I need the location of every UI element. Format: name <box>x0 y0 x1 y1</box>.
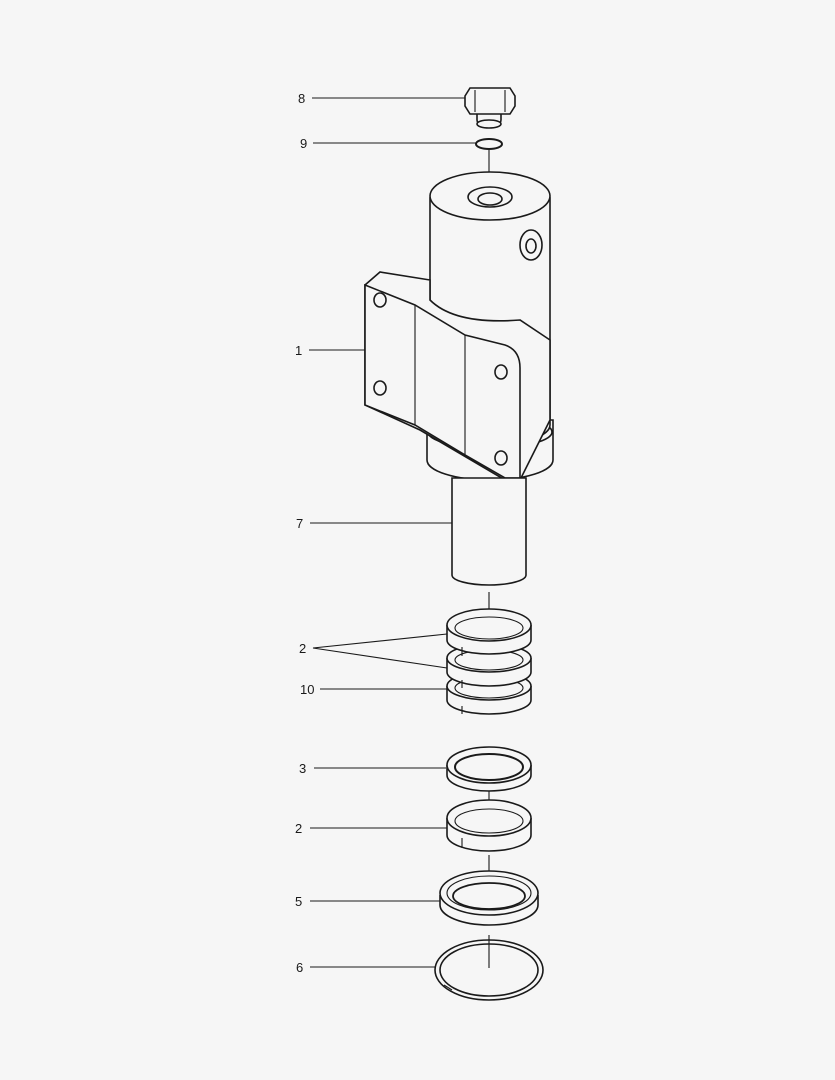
callout-2-lower: 2 <box>295 821 302 836</box>
callout-2-upper: 2 <box>299 641 306 656</box>
callout-5: 5 <box>295 894 302 909</box>
part-6-snap-ring <box>434 939 544 1001</box>
callout-8: 8 <box>298 91 305 106</box>
callout-6: 6 <box>296 960 303 975</box>
part-9-o-ring <box>475 138 503 150</box>
callout-9: 9 <box>300 136 307 151</box>
part-7-piston <box>451 477 527 586</box>
callout-1: 1 <box>295 343 302 358</box>
part-3-seal <box>446 746 532 792</box>
part-1-housing <box>364 171 554 482</box>
part-8-plug <box>464 87 516 129</box>
leader-lines <box>309 97 476 968</box>
callout-7: 7 <box>296 516 303 531</box>
ring-stack-2-10 <box>446 608 532 715</box>
part-5-seal <box>439 870 539 926</box>
callout-10: 10 <box>300 682 314 697</box>
callout-3: 3 <box>299 761 306 776</box>
part-2-ring <box>446 799 532 852</box>
